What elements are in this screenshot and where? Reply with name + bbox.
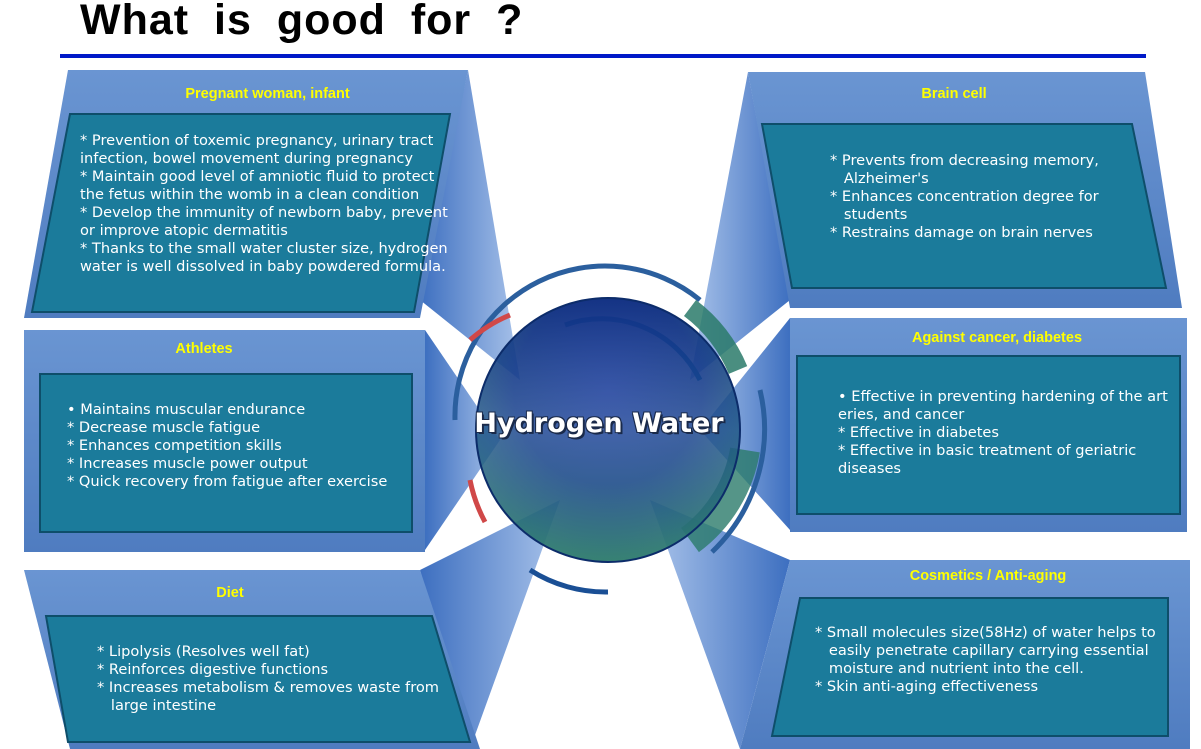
text-line: eries, and cancer [838, 406, 965, 423]
panel-body-cosmetics: * Small molecules size(58Hz) of water he… [815, 624, 1156, 696]
text-line: * Quick recovery from fatigue after exer… [67, 473, 388, 490]
text-line: * Increases muscle power output [67, 455, 308, 472]
panel-title-diet: Diet [216, 585, 244, 601]
panel-body-brain: * Prevents from decreasing memory, Alzhe… [830, 152, 1099, 242]
text-line: easily penetrate capillary carrying esse… [815, 642, 1149, 659]
panel-title-cancer: Against cancer, diabetes [911, 330, 1083, 346]
panel-inner-cosmetics [770, 597, 1169, 737]
text-line: or improve atopic dermatitis [80, 222, 288, 239]
text-line: large intestine [97, 697, 217, 714]
text-line: * Skin anti-aging effectiveness [815, 678, 1039, 695]
ray-top-right [690, 72, 790, 380]
ray-top-left [420, 70, 520, 380]
text-line: * Prevention of toxemic pregnancy, urina… [80, 132, 434, 149]
panel-inner-brain [760, 123, 1168, 289]
text-line: * Enhances concentration degree for [830, 188, 1099, 205]
text-line: * Enhances competition skills [67, 437, 282, 454]
ray-left [425, 330, 500, 550]
ray-bottom-right [650, 500, 790, 749]
panel-inner-diet [44, 615, 472, 743]
text-line: * Develop the immunity of newborn baby, … [80, 204, 448, 221]
panel-title-athletes: Athletes [175, 341, 233, 357]
text-line: the fetus within the womb in a clean con… [80, 186, 420, 203]
text-line: * Increases metabolism & removes waste f… [97, 679, 440, 696]
text-line: * Decrease muscle fatigue [67, 419, 261, 436]
text-line: infection, bowel movement during pregnan… [80, 150, 414, 167]
panel-body-pregnant: * Prevention of toxemic pregnancy, urina… [80, 132, 448, 276]
panel-inner-cancer [796, 355, 1181, 515]
text-line: * Effective in diabetes [838, 424, 999, 441]
text-line: * Maintain good level of amniotic fluid … [80, 168, 435, 185]
text-line: • Maintains muscular endurance [67, 401, 306, 418]
hub-label: Hydrogen Water [474, 408, 724, 439]
text-line: * Lipolysis (Resolves well fat) [97, 643, 310, 660]
text-line: * Small molecules size(58Hz) of water he… [815, 624, 1156, 641]
panel-title-brain: Brain cell [921, 86, 987, 102]
panel-inner-athletes [39, 373, 413, 533]
text-line: water is well dissolved in baby powdered… [80, 258, 446, 275]
text-line: moisture and nutrient into the cell. [815, 660, 1084, 677]
text-line: * Restrains damage on brain nerves [830, 224, 1093, 241]
panel-body-diet: * Lipolysis (Resolves well fat) * Reinfo… [97, 643, 439, 715]
panel-inner-pregnant [30, 113, 452, 313]
ray-right [700, 318, 790, 530]
text-line: students [830, 206, 908, 223]
panel-title-cosmetics: Cosmetics / Anti-aging [909, 568, 1067, 584]
text-line: Alzheimer's [830, 170, 929, 187]
text-line: * Reinforces digestive functions [97, 661, 329, 678]
panel-body-cancer: • Effective in preventing hardening of t… [838, 388, 1168, 478]
text-line: diseases [838, 460, 902, 477]
panel-title-pregnant: Pregnant woman, infant [185, 86, 350, 102]
text-line: * Effective in basic treatment of geriat… [838, 442, 1137, 459]
page-title: What is good for ? [80, 0, 524, 44]
text-line: * Thanks to the small water cluster size… [80, 240, 448, 257]
text-line: * Prevents from decreasing memory, [830, 152, 1099, 169]
title-underline [60, 54, 1146, 58]
panel-body-athletes: • Maintains muscular endurance * Decreas… [67, 401, 387, 491]
text-line: • Effective in preventing hardening of t… [838, 388, 1168, 405]
